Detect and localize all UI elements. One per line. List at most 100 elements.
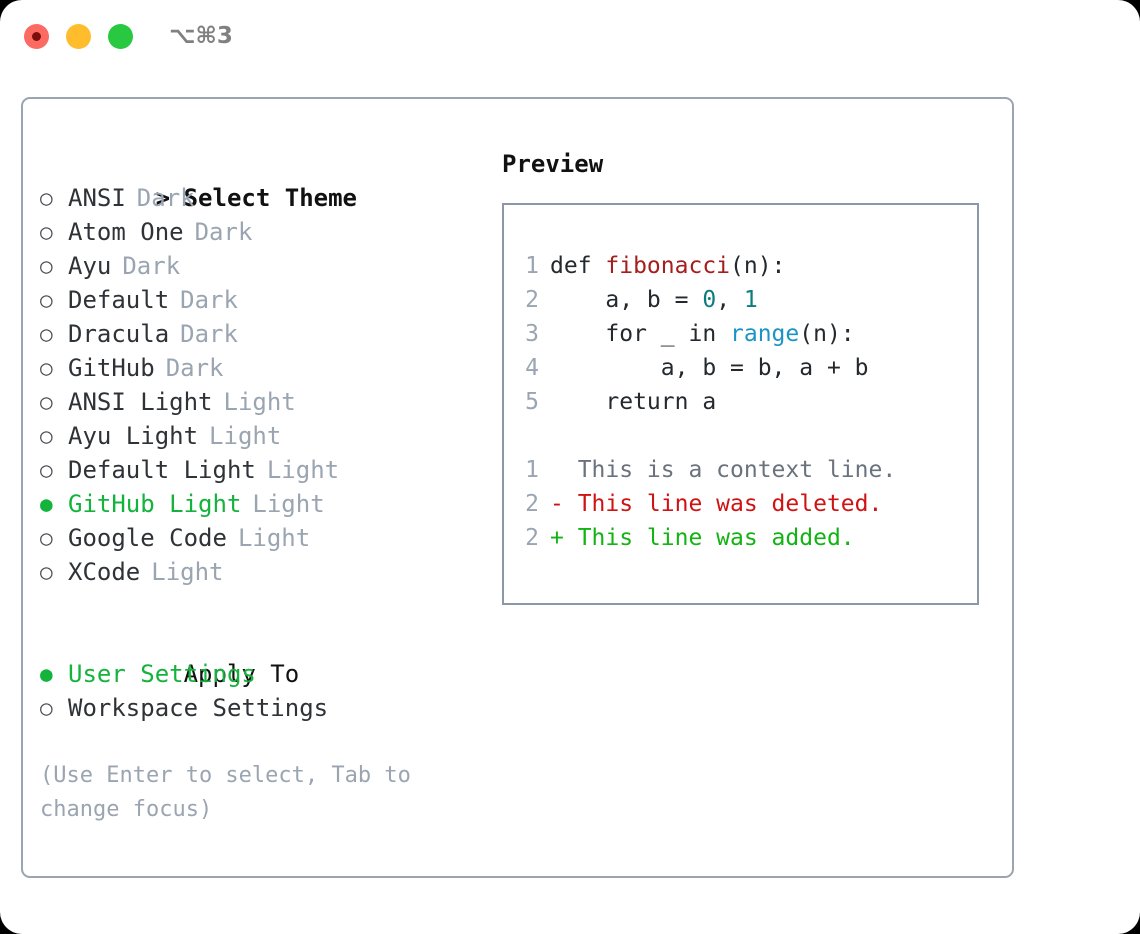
- radio-unselected-icon: ○: [40, 356, 53, 380]
- diff-line-added: 2 + This line was added.: [504, 521, 977, 555]
- radio-unselected-icon: ○: [40, 424, 53, 448]
- apply-to-heading-label: Apply To: [183, 660, 300, 688]
- code-line-number: 1: [525, 253, 539, 279]
- maximize-button[interactable]: [108, 24, 133, 49]
- theme-option-variant-tag: Light: [151, 558, 224, 586]
- close-button[interactable]: [24, 24, 49, 49]
- radio-unselected-icon: ○: [40, 254, 53, 278]
- code-token-plain: a, b =: [550, 287, 703, 313]
- code-token-plain: def: [550, 253, 606, 279]
- code-token-fn: fibonacci: [605, 253, 731, 279]
- theme-option-ansi-light[interactable]: ○ ANSI Light Light: [40, 385, 480, 419]
- apply-to-list: ● User Settings ○ Workspace Settings: [40, 657, 480, 725]
- apply-to-option-label: Workspace Settings: [68, 694, 329, 722]
- code-diff-gap: [504, 419, 977, 453]
- focus-caret-icon: >: [155, 184, 171, 212]
- code-token-num: 0: [702, 287, 717, 313]
- theme-option-label: Atom One: [68, 218, 184, 246]
- diff-line-text: This is a context line.: [550, 457, 897, 483]
- theme-option-ayu-light[interactable]: ○ Ayu Light Light: [40, 419, 480, 453]
- radio-unselected-icon: ○: [40, 696, 53, 720]
- theme-option-github[interactable]: ○ GitHub Dark: [40, 351, 480, 385]
- radio-selected-icon: ●: [40, 662, 53, 686]
- code-token-build: range: [730, 321, 800, 347]
- theme-option-variant-tag: Light: [252, 490, 325, 518]
- theme-option-label: Ayu Light: [68, 422, 199, 450]
- record-dot-icon: [32, 32, 41, 41]
- radio-unselected-icon: ○: [40, 220, 53, 244]
- theme-option-xcode[interactable]: ○ XCode Light: [40, 555, 480, 589]
- keyboard-hint: (Use Enter to select, Tab to change focu…: [40, 763, 411, 822]
- diff-line-number: 2: [525, 525, 539, 551]
- preview-title: Preview: [502, 150, 604, 178]
- theme-option-label: GitHub: [68, 354, 155, 382]
- theme-option-variant-tag: Light: [209, 422, 282, 450]
- code-line-number: 5: [525, 389, 539, 415]
- section-spacer: [40, 589, 480, 623]
- select-theme-heading: > Select Theme: [40, 147, 480, 212]
- radio-unselected-icon: ○: [40, 526, 53, 550]
- code-token-plain: (n):: [799, 321, 855, 347]
- code-line-text: def fibonacci(n):: [550, 249, 785, 283]
- minimize-button[interactable]: [66, 24, 91, 49]
- apply-to-option-user-settings[interactable]: ● User Settings: [40, 657, 480, 691]
- theme-option-label: Default Light: [68, 456, 256, 484]
- diff-line-text: - This line was deleted.: [550, 491, 883, 517]
- theme-option-variant-tag: Dark: [180, 286, 238, 314]
- theme-option-variant-tag: Dark: [136, 184, 195, 212]
- diff-line-number: 1: [525, 457, 539, 483]
- theme-option-label: Dracula: [68, 320, 170, 348]
- radio-unselected-icon: ○: [40, 560, 53, 584]
- code-token-plain: return a: [550, 389, 717, 415]
- code-line-text: a, b = b, a + b: [550, 351, 869, 385]
- code-line: 4 a, b = b, a + b: [504, 351, 977, 385]
- code-line: 1 def fibonacci(n):: [504, 249, 977, 283]
- code-line: 2 a, b = 0, 1: [504, 283, 977, 317]
- keyboard-shortcut-label: ⌥⌘3: [169, 23, 233, 49]
- theme-option-github-light[interactable]: ● GitHub Light Light: [40, 487, 480, 521]
- code-token-plain: (n):: [730, 253, 786, 279]
- code-line-number: 2: [525, 287, 539, 313]
- diff-sample: 1 This is a context line. 2 - This line wa…: [504, 453, 977, 555]
- diff-line-context: 1 This is a context line.: [504, 453, 977, 487]
- code-token-plain: ,: [716, 287, 744, 313]
- theme-option-variant-tag: Dark: [165, 354, 224, 382]
- diff-line-number: 2: [525, 491, 539, 517]
- apply-to-option-workspace-settings[interactable]: ○ Workspace Settings: [40, 691, 480, 725]
- code-line: 5 return a: [504, 385, 977, 419]
- radio-selected-icon: ●: [40, 492, 53, 516]
- theme-option-variant-tag: Light: [266, 456, 340, 484]
- radio-unselected-icon: ○: [40, 390, 53, 414]
- theme-option-label: Default: [68, 286, 170, 314]
- theme-option-label: XCode: [68, 558, 141, 586]
- theme-option-variant-tag: Dark: [194, 218, 253, 246]
- code-line: 3 for _ in range(n):: [504, 317, 977, 351]
- apply-to-option-label: User Settings: [68, 660, 256, 688]
- code-line-number: 3: [525, 321, 539, 347]
- radio-unselected-icon: ○: [40, 458, 53, 482]
- diff-line-deleted: 2 - This line was deleted.: [504, 487, 977, 521]
- theme-option-label: GitHub Light: [68, 490, 242, 518]
- code-line-text: for _ in range(n):: [550, 317, 855, 351]
- apply-to-heading: Apply To: [40, 623, 480, 688]
- code-token-num: 1: [743, 287, 758, 313]
- code-line-text: return a: [550, 385, 716, 419]
- theme-option-variant-tag: Light: [223, 388, 296, 416]
- theme-option-atom-one[interactable]: ○ Atom One Dark: [40, 215, 480, 249]
- theme-option-variant-tag: Dark: [180, 320, 238, 348]
- theme-option-label: ANSI Light: [68, 388, 213, 416]
- select-theme-heading-label: Select Theme: [183, 184, 357, 212]
- diff-line-text: + This line was added.: [550, 525, 855, 551]
- title-bar: ⌥⌘3: [0, 0, 1140, 76]
- theme-option-default-light[interactable]: ○ Default Light Light: [40, 453, 480, 487]
